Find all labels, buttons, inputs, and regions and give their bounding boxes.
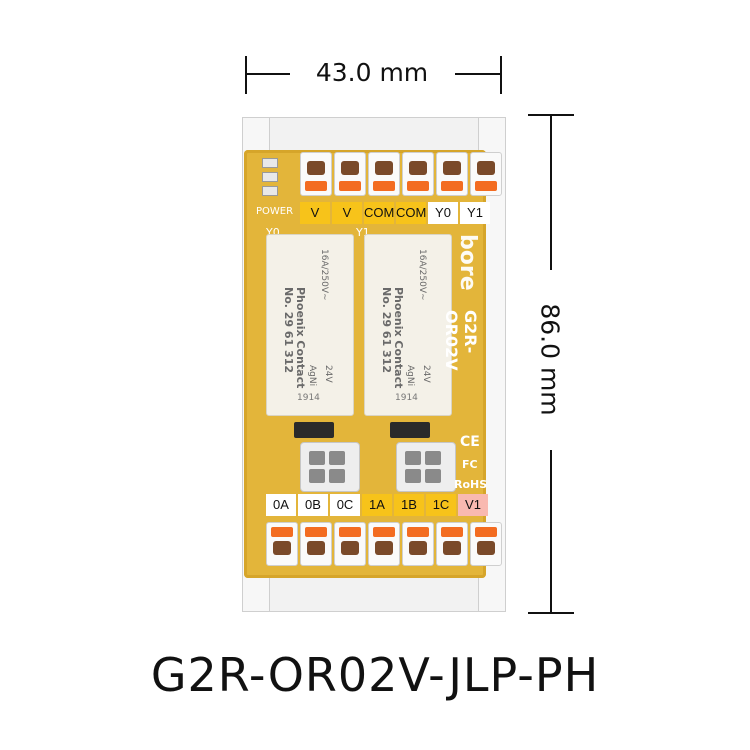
relay-maker: Phoenix Contact — [392, 287, 405, 389]
relay-coil: 24V — [323, 365, 333, 383]
terminal[interactable] — [368, 152, 400, 196]
housing-bottom — [242, 577, 506, 612]
model-name: G2R-OR02V-JLP-PH — [150, 648, 600, 702]
relay-1: 16A/250V~ Phoenix Contact No. 29 61 312 … — [364, 234, 452, 416]
height-label: 86.0 mm — [535, 303, 565, 416]
relay-maker: Phoenix Contact — [294, 287, 307, 389]
relay-material: AgNi — [307, 365, 317, 387]
relay-material: AgNi — [405, 365, 415, 387]
terminal-label: COM — [396, 202, 426, 224]
terminal[interactable] — [402, 522, 434, 566]
led — [262, 158, 278, 168]
relay-coil: 24V — [421, 365, 431, 383]
relay-date-code: 1914 — [395, 393, 418, 403]
terminal[interactable] — [436, 152, 468, 196]
terminal-label: Y0 — [428, 202, 458, 224]
led — [262, 172, 278, 182]
terminal[interactable] — [402, 152, 434, 196]
relay-date-code: 1914 — [297, 393, 320, 403]
terminal[interactable] — [470, 152, 502, 196]
model-silkscreen: G2R-OR02V — [442, 310, 480, 371]
diode — [294, 422, 334, 438]
terminal-label: 1C — [426, 494, 456, 516]
terminal-label: Y1 — [460, 202, 490, 224]
relay-part-no: No. 29 61 312 — [282, 287, 295, 374]
terminal[interactable] — [334, 522, 366, 566]
terminal[interactable] — [300, 152, 332, 196]
relay-rating: 16A/250V~ — [319, 249, 329, 301]
relay-part-no: No. 29 61 312 — [380, 287, 393, 374]
terminal[interactable] — [266, 522, 298, 566]
terminal-label: V — [332, 202, 362, 224]
width-label: 43.0 mm — [315, 58, 429, 87]
terminal-label: 1B — [394, 494, 424, 516]
terminal[interactable] — [436, 522, 468, 566]
terminal-label: V1 — [458, 494, 488, 516]
relay-rating: 16A/250V~ — [417, 249, 427, 301]
led — [262, 186, 278, 196]
relay-0: 16A/250V~ Phoenix Contact No. 29 61 312 … — [266, 234, 354, 416]
brand-logo: bore — [455, 234, 480, 291]
terminal[interactable] — [470, 522, 502, 566]
top-terminal-block — [300, 152, 502, 196]
terminal-label: COM — [364, 202, 394, 224]
terminal[interactable] — [300, 522, 332, 566]
ce-mark: CE — [460, 434, 480, 450]
bottom-terminal-block — [266, 522, 502, 566]
connector-0[interactable] — [300, 442, 360, 492]
terminal-label: 1A — [362, 494, 392, 516]
terminal-label: V — [300, 202, 330, 224]
terminal-label: 0B — [298, 494, 328, 516]
terminal[interactable] — [334, 152, 366, 196]
diode — [390, 422, 430, 438]
rohs-mark: RoHS — [454, 478, 488, 491]
fc-mark: FC — [462, 458, 478, 471]
terminal-label: 0A — [266, 494, 296, 516]
terminal-label: 0C — [330, 494, 360, 516]
terminal[interactable] — [368, 522, 400, 566]
housing-top — [242, 117, 506, 152]
power-label: POWER — [256, 206, 294, 217]
connector-1[interactable] — [396, 442, 456, 492]
